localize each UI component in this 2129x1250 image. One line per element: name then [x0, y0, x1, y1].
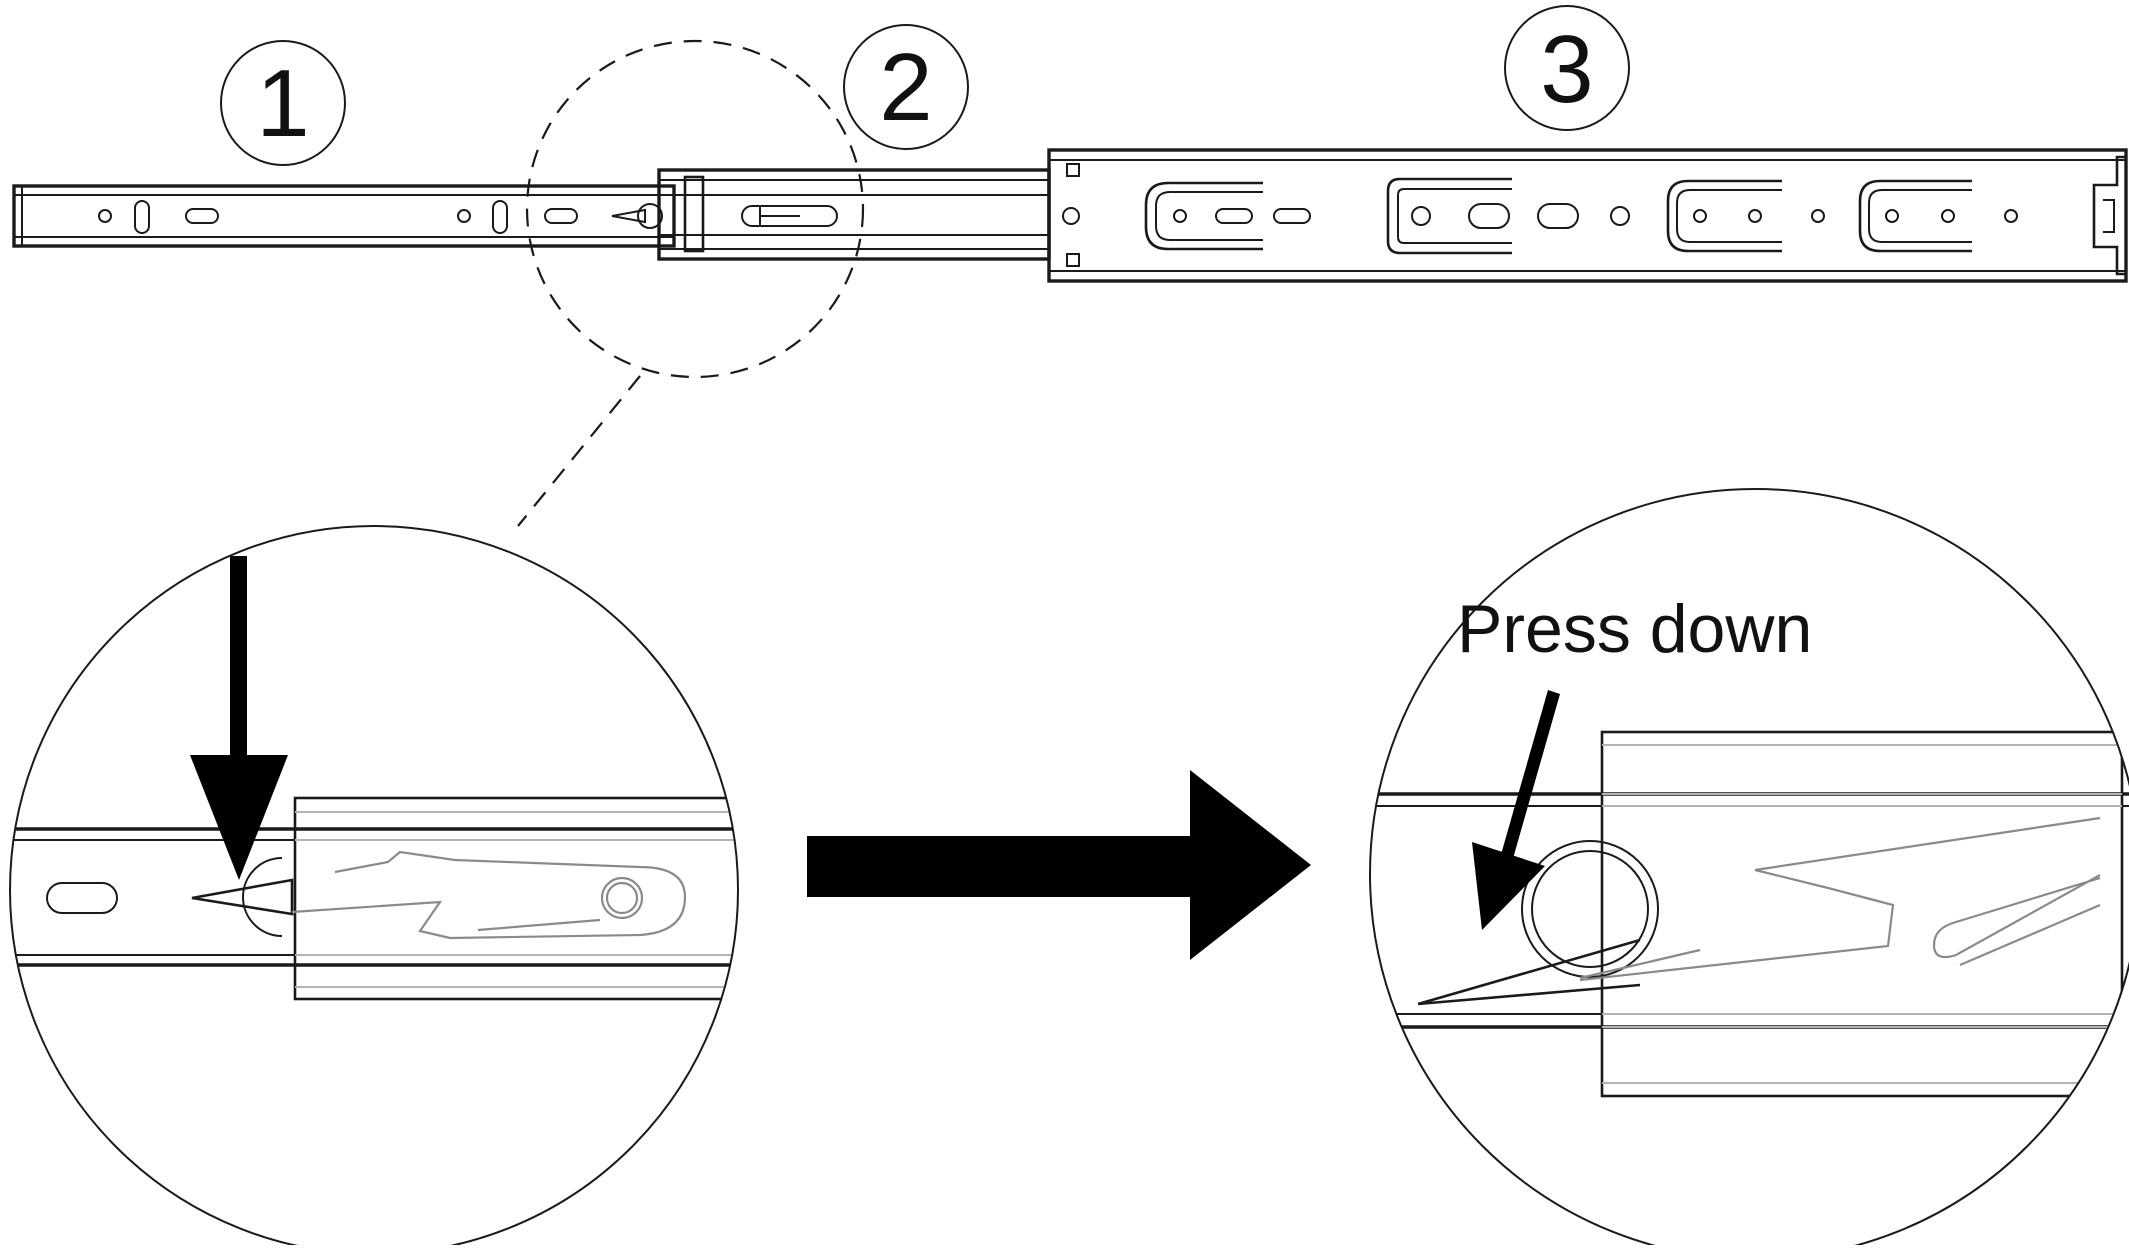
callout-leader-line [517, 375, 641, 527]
detail-circle-after [1369, 488, 2129, 1250]
part-number-3-text: 3 [1540, 16, 1593, 123]
arrow-right-icon [807, 770, 1311, 960]
detail-circle-before [9, 525, 739, 1250]
part-number-2-text: 2 [879, 34, 932, 141]
inner-member [12, 184, 676, 248]
slide-assembly: 1 2 3 [12, 5, 2128, 527]
intermediate-member [657, 168, 1051, 261]
part-number-1: 1 [220, 40, 346, 166]
instruction-label: Press down [1457, 591, 1812, 667]
arrow-down-icon [190, 556, 288, 880]
detail-view-before [9, 525, 739, 1250]
outer-member [1047, 148, 2128, 283]
part-number-3: 3 [1504, 5, 1630, 131]
detail-view-after: Press down [1369, 488, 2129, 1250]
arrow-down-left-icon [1472, 690, 1560, 930]
detail-callout-circle [525, 39, 865, 379]
part-number-2: 2 [843, 24, 969, 150]
part-number-1-text: 1 [256, 50, 309, 157]
